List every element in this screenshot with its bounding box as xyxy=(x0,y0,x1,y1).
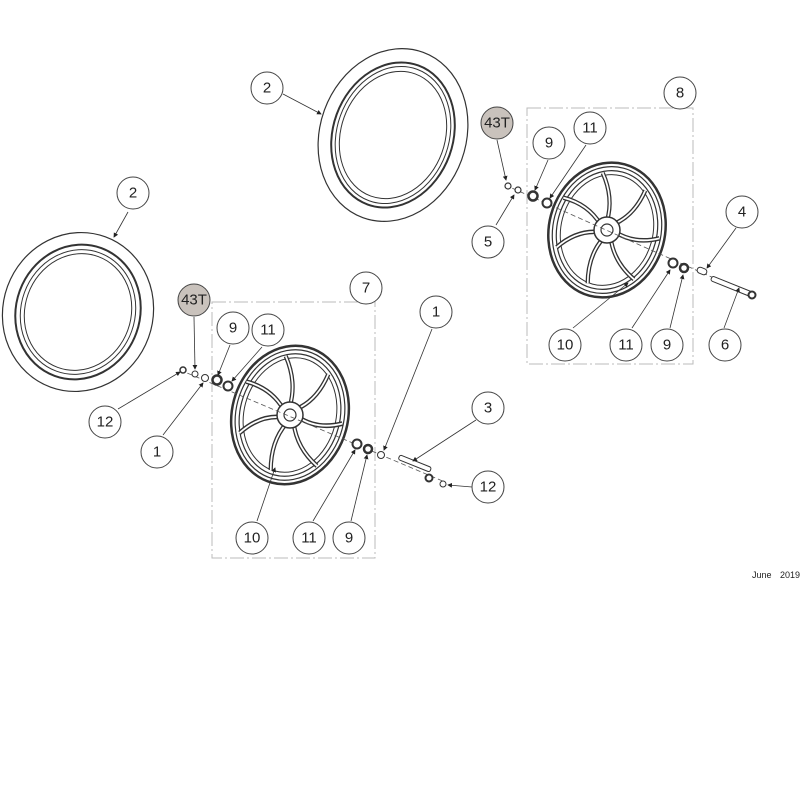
svg-text:43T: 43T xyxy=(484,115,510,132)
callout-4: 4 xyxy=(725,195,759,229)
svg-text:10: 10 xyxy=(557,337,574,354)
callout-43t-right: 43T xyxy=(480,106,514,140)
callout-2-left: 2 xyxy=(116,176,150,210)
assembly-box-8 xyxy=(526,107,694,365)
svg-text:2: 2 xyxy=(129,185,137,202)
svg-text:8: 8 xyxy=(676,85,684,102)
wheel-assembly-7 xyxy=(229,344,351,486)
svg-text:12: 12 xyxy=(97,414,114,431)
callout-7: 7 xyxy=(349,271,383,305)
svg-text:9: 9 xyxy=(345,530,353,547)
callout-9-l-top: 9 xyxy=(216,311,250,345)
callouts: 2 2 43T 43T 8 9 11 5 4 10 11 9 6 7 9 11 … xyxy=(88,71,759,555)
svg-text:9: 9 xyxy=(545,135,553,152)
callout-6: 6 xyxy=(708,328,742,362)
callout-12-right: 12 xyxy=(471,470,505,504)
svg-text:11: 11 xyxy=(582,120,598,137)
footer-date-year: 2019 xyxy=(780,570,800,580)
svg-text:6: 6 xyxy=(721,337,729,354)
callout-1-right: 1 xyxy=(419,295,453,329)
wheel-assembly-8 xyxy=(547,161,667,299)
callout-11-l-top: 11 xyxy=(251,313,285,347)
callout-12-left: 12 xyxy=(88,405,122,439)
callout-9-r-top: 9 xyxy=(532,126,566,160)
svg-text:7: 7 xyxy=(362,280,370,297)
callout-43t-left: 43T xyxy=(177,283,211,317)
assembly-box-7 xyxy=(211,301,376,559)
svg-text:9: 9 xyxy=(229,320,237,337)
footer-date-month: June xyxy=(752,570,772,580)
callout-11-r-top: 11 xyxy=(573,111,607,145)
callout-11-l-bottom: 11 xyxy=(292,521,326,555)
small-parts-left xyxy=(179,366,447,488)
callout-9-l-bottom: 9 xyxy=(332,521,366,555)
callout-1-left: 1 xyxy=(140,435,174,469)
svg-text:2: 2 xyxy=(263,80,271,97)
callout-2-top: 2 xyxy=(250,71,284,105)
svg-text:4: 4 xyxy=(738,204,746,221)
svg-text:11: 11 xyxy=(618,337,634,354)
small-parts-right xyxy=(504,182,757,300)
svg-text:9: 9 xyxy=(663,337,671,354)
svg-text:12: 12 xyxy=(480,479,497,496)
callout-10-l: 10 xyxy=(235,521,269,555)
tire-left xyxy=(1,231,155,393)
svg-text:11: 11 xyxy=(260,322,276,339)
tire-top xyxy=(317,48,469,222)
svg-text:1: 1 xyxy=(153,444,161,461)
callout-11-r-bottom: 11 xyxy=(609,328,643,362)
callout-10-r: 10 xyxy=(548,328,582,362)
callout-8: 8 xyxy=(663,76,697,110)
svg-text:11: 11 xyxy=(301,530,317,547)
callout-3: 3 xyxy=(471,391,505,425)
svg-text:10: 10 xyxy=(244,530,261,547)
callout-9-r-bottom: 9 xyxy=(650,328,684,362)
svg-text:3: 3 xyxy=(484,400,492,417)
svg-text:5: 5 xyxy=(484,234,492,251)
svg-text:43T: 43T xyxy=(181,292,207,309)
callout-5: 5 xyxy=(471,225,505,259)
svg-text:1: 1 xyxy=(432,304,440,321)
